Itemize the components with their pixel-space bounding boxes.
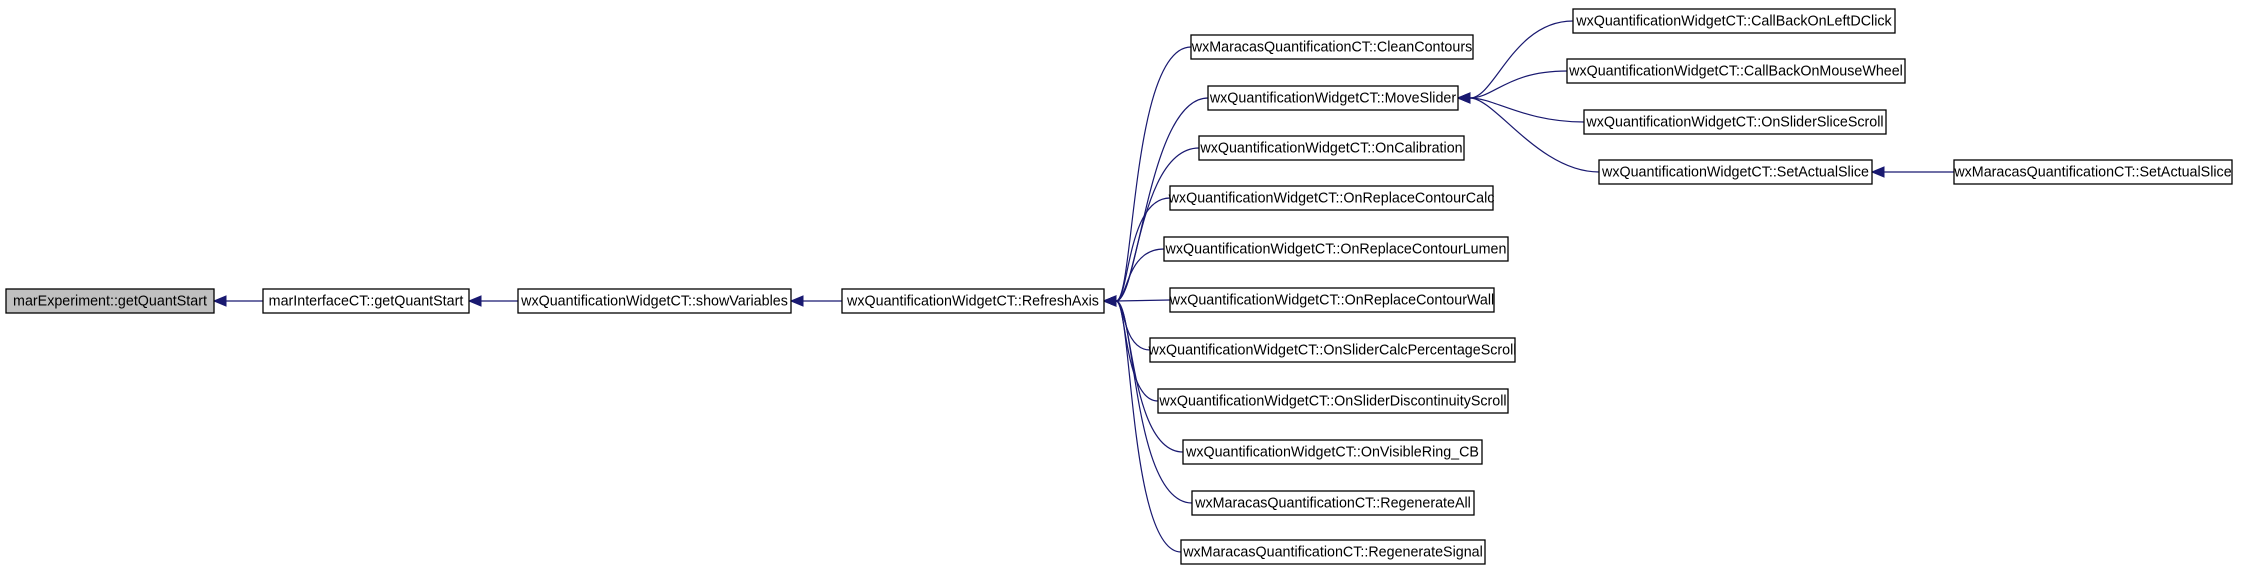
edge-line xyxy=(1115,299,1171,302)
edge-marinterfacect-getquantstart-to-marexperiment-getquantstart xyxy=(212,295,263,307)
edge-line xyxy=(1115,300,1182,553)
node-box xyxy=(5,288,215,314)
edge-wxquantificationwidgetct-oncalibration-to-wxquantificationwidgetct-refreshaxis xyxy=(1102,147,1200,307)
node-box xyxy=(1583,109,1887,135)
node-label: wxQuantificationWidgetCT::RefreshAxis xyxy=(846,294,1099,310)
arrowhead xyxy=(212,295,227,307)
node-wxquantificationwidgetct-setactualslice[interactable]: wxQuantificationWidgetCT::SetActualSlice xyxy=(1598,159,1873,185)
node-box xyxy=(1169,185,1494,211)
edge-wxquantificationwidgetct-refreshaxis-to-wxquantificationwidgetct-showvariables xyxy=(789,295,842,307)
node-box xyxy=(1953,159,2233,185)
node-box xyxy=(1180,539,1486,565)
node-box xyxy=(1191,490,1475,516)
node-label: wxMaracasQuantificationCT::CleanContours xyxy=(1191,40,1473,56)
node-label: marInterfaceCT::getQuantStart xyxy=(269,294,464,310)
node-marexperiment-getquantstart: marExperiment::getQuantStart xyxy=(5,288,215,314)
edge-wxquantificationwidgetct-callbackonleftdclick-to-wxquantificationwidgetct-moveslider xyxy=(1456,20,1574,104)
edge-line xyxy=(1469,70,1568,99)
edge-line xyxy=(1115,300,1193,504)
node-wxquantificationwidgetct-oncalibration[interactable]: wxQuantificationWidgetCT::OnCalibration xyxy=(1198,135,1465,161)
nodes-layer: marExperiment::getQuantStart marInterface… xyxy=(5,8,2233,565)
node-wxquantificationwidgetct-onsliderdiscontinuityscroll[interactable]: wxQuantificationWidgetCT::OnSliderDiscon… xyxy=(1157,388,1509,414)
node-label: wxQuantificationWidgetCT::OnSliderDiscon… xyxy=(1158,394,1506,410)
node-label: wxQuantificationWidgetCT::OnReplaceConto… xyxy=(1169,293,1494,309)
node-label: wxMaracasQuantificationCT::SetActualSlic… xyxy=(1953,165,2231,181)
node-wxquantificationwidgetct-callbackonmousewheel[interactable]: wxQuantificationWidgetCT::CallBackOnMous… xyxy=(1566,58,1906,84)
node-box xyxy=(1157,388,1509,414)
node-wxmaracasquantificationct-cleancontours[interactable]: wxMaracasQuantificationCT::CleanContours xyxy=(1190,34,1474,60)
node-box xyxy=(1572,8,1896,34)
node-label: wxQuantificationWidgetCT::MoveSlider xyxy=(1209,91,1457,107)
node-label: wxQuantificationWidgetCT::SetActualSlice xyxy=(1601,165,1869,181)
node-box xyxy=(1598,159,1873,185)
edge-line xyxy=(1469,20,1574,99)
edge-wxquantificationwidgetct-setactualslice-to-wxquantificationwidgetct-moveslider xyxy=(1456,92,1600,173)
node-label: wxMaracasQuantificationCT::RegenerateAll xyxy=(1194,496,1471,512)
node-wxquantificationwidgetct-callbackonleftdclick[interactable]: wxQuantificationWidgetCT::CallBackOnLeft… xyxy=(1572,8,1896,34)
edge-wxmaracasquantificationct-cleancontours-to-wxquantificationwidgetct-refreshaxis xyxy=(1102,46,1192,307)
edge-line xyxy=(1469,97,1585,123)
node-wxmaracasquantificationct-setactualslice[interactable]: wxMaracasQuantificationCT::SetActualSlic… xyxy=(1953,159,2233,185)
arrowhead xyxy=(467,295,482,307)
edge-wxmaracasquantificationct-regeneratesignal-to-wxquantificationwidgetct-refreshaxis xyxy=(1102,295,1182,553)
node-label: wxQuantificationWidgetCT::OnReplaceConto… xyxy=(1168,191,1495,207)
node-wxquantificationwidgetct-onreplacecontourlumen[interactable]: wxQuantificationWidgetCT::OnReplaceConto… xyxy=(1163,236,1509,262)
node-label: wxQuantificationWidgetCT::OnSliderSliceS… xyxy=(1585,115,1883,131)
node-wxquantificationwidgetct-onslidercalcpercentagescroll[interactable]: wxQuantificationWidgetCT::OnSliderCalcPe… xyxy=(1148,337,1517,363)
node-box xyxy=(1190,34,1474,60)
node-box xyxy=(1149,337,1516,363)
node-label: wxQuantificationWidgetCT::OnReplaceConto… xyxy=(1165,242,1507,258)
node-wxquantificationwidgetct-onvisiblering-cb[interactable]: wxQuantificationWidgetCT::OnVisibleRing_… xyxy=(1182,439,1483,465)
node-label: wxQuantificationWidgetCT::OnCalibration xyxy=(1199,141,1462,157)
node-label: wxQuantificationWidgetCT::CallBackOnLeft… xyxy=(1575,14,1892,30)
node-wxquantificationwidgetct-showvariables[interactable]: wxQuantificationWidgetCT::showVariables xyxy=(517,288,792,314)
node-box xyxy=(517,288,792,314)
node-label: marExperiment::getQuantStart xyxy=(13,294,207,310)
arrowhead xyxy=(1870,166,1885,178)
node-label: wxMaracasQuantificationCT::RegenerateSig… xyxy=(1182,545,1483,561)
edge-line xyxy=(1115,46,1192,302)
node-wxquantificationwidgetct-onsliderslicescroll[interactable]: wxQuantificationWidgetCT::OnSliderSliceS… xyxy=(1583,109,1887,135)
edge-line xyxy=(1469,97,1600,173)
edge-wxquantificationwidgetct-onvisiblering-cb-to-wxquantificationwidgetct-refreshaxis xyxy=(1102,295,1184,453)
node-box xyxy=(1566,58,1906,84)
node-wxmaracasquantificationct-regenerateall[interactable]: wxMaracasQuantificationCT::RegenerateAll xyxy=(1191,490,1475,516)
node-label: wxQuantificationWidgetCT::OnSliderCalcPe… xyxy=(1148,343,1517,359)
edge-wxquantificationwidgetct-onreplacecontourcalc-to-wxquantificationwidgetct-refreshaxis xyxy=(1102,197,1171,307)
node-label: wxQuantificationWidgetCT::showVariables xyxy=(520,294,788,310)
arrowhead xyxy=(789,295,804,307)
node-box xyxy=(1207,85,1459,111)
node-box xyxy=(262,288,470,314)
node-label: wxQuantificationWidgetCT::CallBackOnMous… xyxy=(1568,64,1903,80)
arrowhead xyxy=(1456,92,1471,104)
node-marinterfacect-getquantstart[interactable]: marInterfaceCT::getQuantStart xyxy=(262,288,470,314)
node-label: wxQuantificationWidgetCT::OnVisibleRing_… xyxy=(1185,445,1479,461)
edge-wxquantificationwidgetct-showvariables-to-marinterfacect-getquantstart xyxy=(467,295,518,307)
edge-line xyxy=(1115,248,1165,302)
node-wxquantificationwidgetct-refreshaxis[interactable]: wxQuantificationWidgetCT::RefreshAxis xyxy=(841,288,1105,314)
edge-line xyxy=(1115,197,1171,302)
node-wxquantificationwidgetct-onreplacecontourcalc[interactable]: wxQuantificationWidgetCT::OnReplaceConto… xyxy=(1168,185,1495,211)
node-wxquantificationwidgetct-moveslider[interactable]: wxQuantificationWidgetCT::MoveSlider xyxy=(1207,85,1459,111)
edge-line xyxy=(1115,300,1151,351)
edge-wxmaracasquantificationct-setactualslice-to-wxquantificationwidgetct-setactualslice xyxy=(1870,166,1954,178)
node-box xyxy=(1198,135,1465,161)
arrowhead xyxy=(1102,295,1117,307)
node-box xyxy=(841,288,1105,314)
node-box xyxy=(1182,439,1483,465)
node-wxquantificationwidgetct-onreplacecontourwall[interactable]: wxQuantificationWidgetCT::OnReplaceConto… xyxy=(1169,287,1495,313)
node-box xyxy=(1169,287,1495,313)
edges-layer xyxy=(212,20,1954,553)
node-box xyxy=(1163,236,1509,262)
node-wxmaracasquantificationct-regeneratesignal[interactable]: wxMaracasQuantificationCT::RegenerateSig… xyxy=(1180,539,1486,565)
